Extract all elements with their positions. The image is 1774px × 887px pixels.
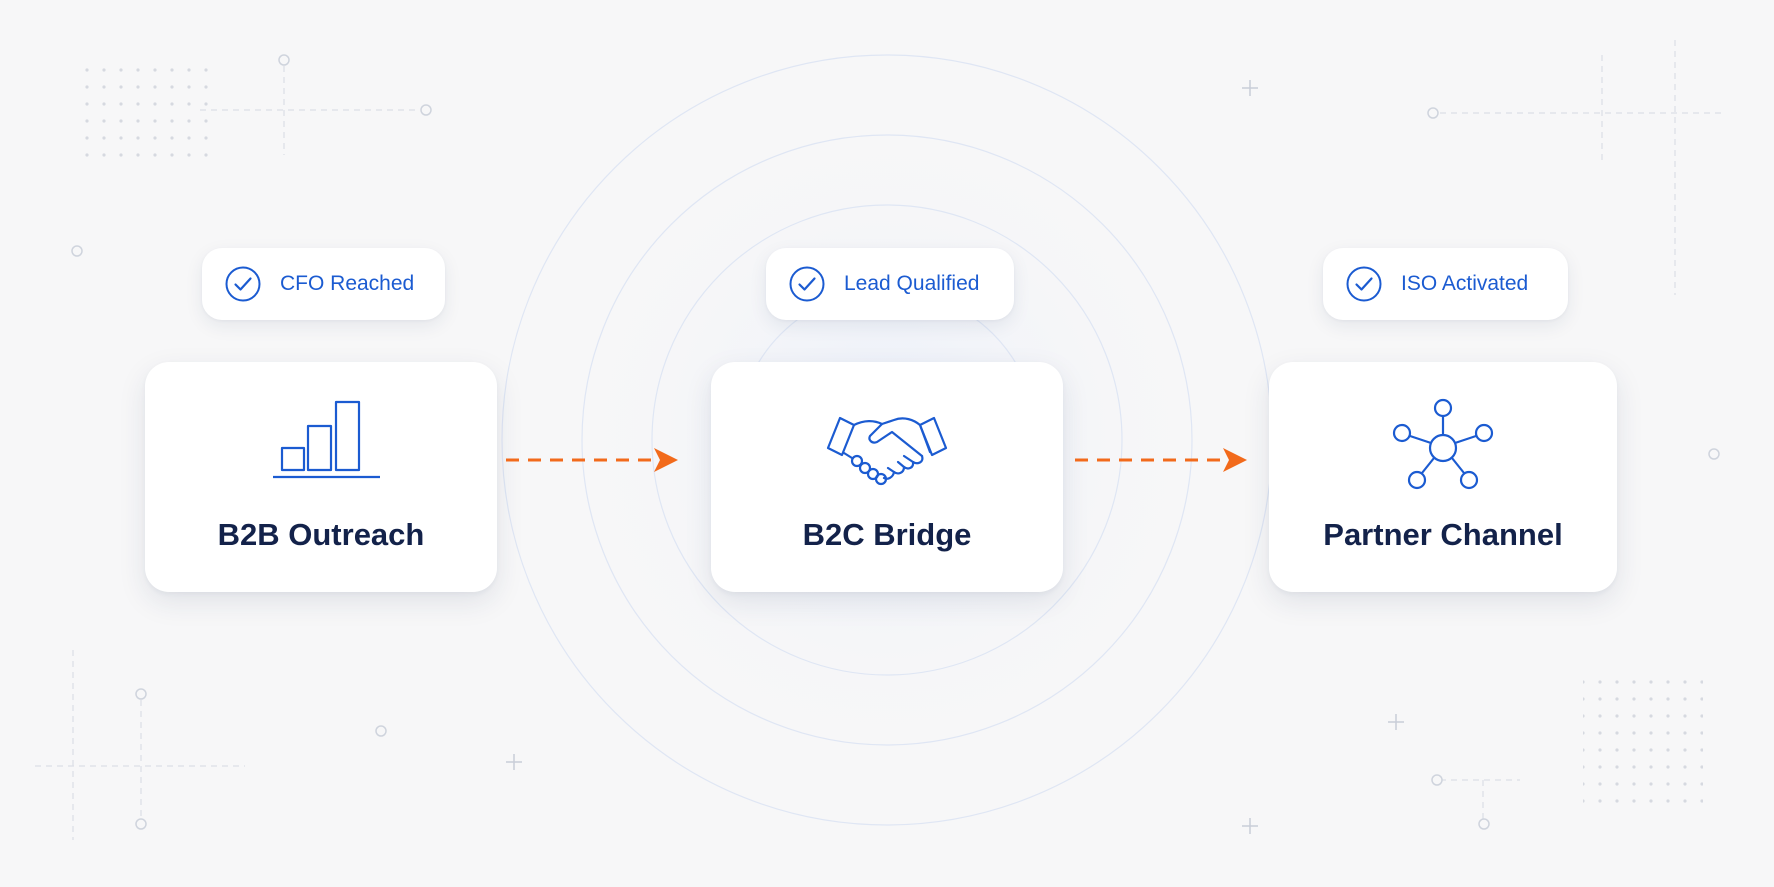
bar-chart-icon <box>273 400 380 479</box>
stage-title: B2C Bridge <box>802 517 972 552</box>
check-circle-icon <box>225 266 261 302</box>
stage-card-b2c-bridge: B2C Bridge <box>711 362 1063 592</box>
flow-arrow-2 <box>1075 448 1247 472</box>
badge-label: CFO Reached <box>280 272 415 295</box>
dot-grid-bottom-right <box>1583 675 1703 810</box>
status-badge-iso-activated: ISO Activated <box>1323 248 1568 320</box>
badge-label: Lead Qualified <box>844 272 980 295</box>
stage-card-b2b-outreach: B2B Outreach <box>145 362 497 592</box>
stage-title: Partner Channel <box>1323 517 1563 552</box>
status-badge-cfo-reached: CFO Reached <box>202 248 445 320</box>
flow-arrow-1 <box>506 448 678 472</box>
network-hub-icon <box>1392 398 1494 490</box>
decorative-lines <box>35 40 1725 840</box>
status-badge-lead-qualified: Lead Qualified <box>766 248 1014 320</box>
check-circle-icon <box>1346 266 1382 302</box>
check-circle-icon <box>789 266 825 302</box>
handshake-icon <box>826 416 948 486</box>
decorative-rings-small <box>71 54 1720 830</box>
stage-card-partner-channel: Partner Channel <box>1269 362 1617 592</box>
decorative-plus-signs <box>506 80 1404 834</box>
stage-title: B2B Outreach <box>217 517 425 552</box>
dot-grid-top-left <box>74 56 219 168</box>
badge-label: ISO Activated <box>1401 272 1529 295</box>
